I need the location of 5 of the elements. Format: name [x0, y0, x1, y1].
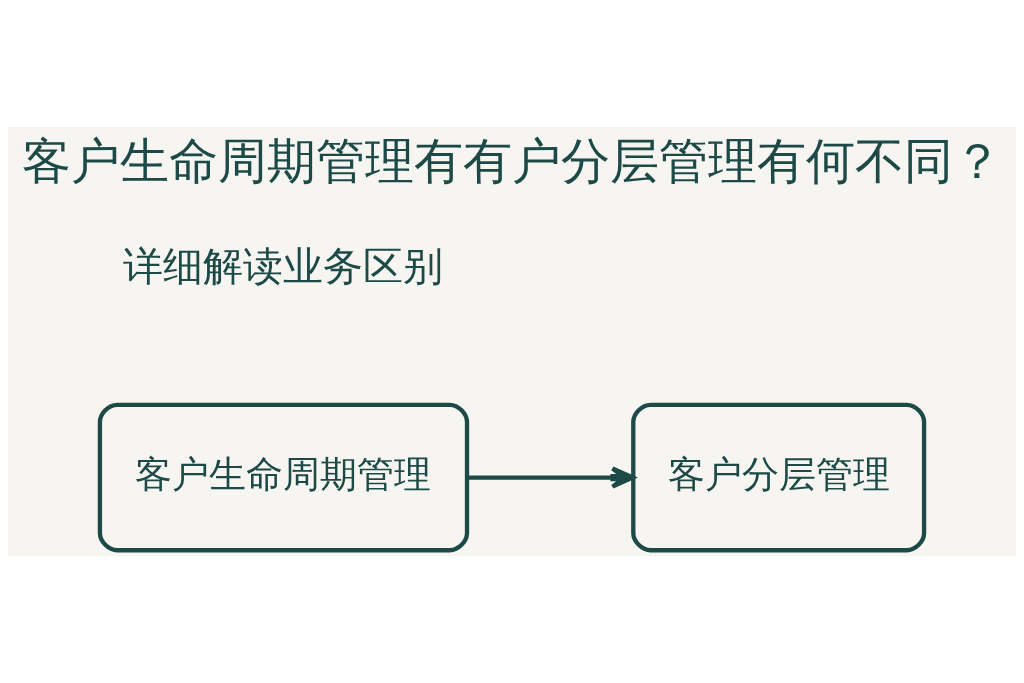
node-box: 客户分层管理 [631, 402, 927, 553]
node-box: 客户生命周期管理 [97, 402, 470, 553]
diagram-title: 客户生命周期管理有有户分层管理有何不同？ [22, 132, 1002, 190]
arrow [467, 466, 635, 489]
label: 详细解读业务区别 [123, 243, 444, 291]
